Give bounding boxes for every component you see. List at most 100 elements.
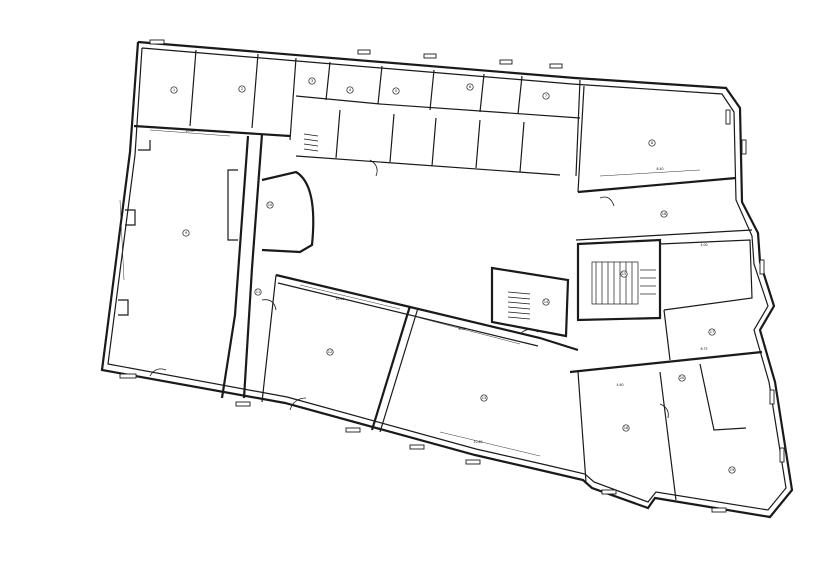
room-label-6: 6	[466, 83, 474, 91]
window-s5	[601, 489, 617, 495]
svg-text:18: 18	[624, 426, 629, 430]
room-label-14: 14	[542, 298, 550, 306]
svg-text:4: 4	[349, 88, 352, 92]
svg-text:13: 13	[482, 396, 487, 400]
wall-stair-block	[490, 266, 570, 338]
svg-text:14: 14	[544, 300, 549, 304]
room-label-4: 4	[346, 86, 354, 94]
wall-ne-room-west	[577, 85, 585, 193]
windows	[119, 39, 785, 513]
dim-label-8: 4.60	[616, 383, 623, 387]
interior-walls	[118, 49, 763, 501]
room-label-15: 15	[620, 270, 628, 278]
wall-central-divider	[370, 305, 412, 431]
svg-text:16: 16	[662, 212, 667, 216]
wall-row2-4	[475, 119, 481, 169]
svg-text:12: 12	[328, 350, 333, 354]
wall-ne-corridor-south	[575, 229, 753, 241]
window-n4	[499, 59, 513, 65]
room-label-16: 16	[660, 210, 668, 218]
wall-central-west	[261, 274, 277, 403]
room-label-8: 8	[648, 139, 656, 147]
stairs	[303, 133, 656, 320]
window-e3	[759, 259, 765, 275]
room-label-10: 10	[266, 201, 274, 209]
wall-east-rooms	[659, 239, 753, 311]
room-label-11: 11	[254, 288, 262, 296]
room-label-2: 2	[238, 85, 246, 93]
wall-se-west	[577, 371, 587, 483]
exterior-wall-inner-line	[107, 47, 787, 511]
svg-text:3: 3	[311, 79, 313, 83]
wall-row2-south	[295, 155, 561, 176]
window-w1	[119, 373, 137, 379]
window-s4	[465, 459, 481, 465]
room-label-13: 13	[480, 394, 488, 402]
svg-text:17: 17	[710, 330, 715, 334]
svg-text:10: 10	[268, 203, 273, 207]
door-swing-1	[261, 299, 277, 311]
window-s2	[345, 427, 361, 433]
pilaster-west-1	[138, 140, 151, 151]
svg-text:7: 7	[545, 94, 547, 98]
svg-text:9: 9	[185, 231, 188, 235]
svg-text:1: 1	[173, 88, 175, 92]
dim-label-1: 10.00	[185, 129, 194, 133]
dim-label-5: 10.60	[473, 440, 482, 444]
wall-room-3-east	[289, 57, 297, 141]
window-s1	[235, 401, 251, 407]
svg-text:11: 11	[256, 290, 261, 294]
wall-west-hall-east-2	[242, 133, 264, 399]
room-label-9: 9	[182, 229, 190, 237]
stair-main	[591, 261, 656, 305]
wall-room-1-east	[189, 49, 197, 127]
wall-room-5-east	[377, 65, 383, 105]
door-swing-3	[369, 159, 378, 177]
exterior-walls	[100, 40, 794, 519]
wall-se-inner-notch	[699, 363, 747, 431]
svg-text:6: 6	[469, 85, 472, 89]
wall-courtyard-bay	[261, 170, 315, 254]
wall-room-6-east	[429, 69, 435, 111]
svg-text:19: 19	[730, 468, 735, 472]
dim-label-3: 8.98	[458, 327, 465, 331]
pilaster-west-3	[118, 299, 129, 316]
door-swing-4	[519, 329, 539, 335]
wall-se-north	[569, 350, 763, 374]
window-s6	[711, 507, 727, 513]
room-label-20: 20	[678, 374, 686, 382]
wall-room-4-east	[325, 61, 331, 101]
door-swing-6	[149, 368, 167, 377]
window-n2	[357, 49, 371, 55]
dim-label-4: 8.40	[656, 167, 663, 171]
door-swing-7	[659, 403, 669, 419]
exterior-wall-main	[100, 40, 794, 519]
window-n5	[549, 63, 563, 69]
wall-room-9-east	[575, 79, 581, 177]
window-e4	[769, 389, 775, 405]
wall-west-hall-east	[220, 135, 250, 399]
dimension-lines	[119, 129, 701, 457]
wall-row2-1	[335, 109, 341, 159]
window-n1	[149, 39, 165, 45]
wall-corridor-north	[295, 95, 581, 119]
dim-label-7: 6.75	[700, 347, 707, 351]
room-label-7: 7	[542, 92, 550, 100]
svg-text:8: 8	[651, 141, 654, 145]
pilaster-hall-east-1	[227, 169, 238, 241]
wall-room-8-east	[517, 75, 523, 115]
door-swings	[149, 159, 669, 419]
window-e2	[741, 139, 747, 155]
dim-label-6: 4.00	[700, 243, 707, 247]
wall-central-divider-inner	[379, 307, 419, 433]
window-n3	[423, 53, 437, 59]
wall-se-divider	[659, 371, 677, 501]
door-swing-2	[289, 397, 307, 411]
wall-row2-5	[519, 121, 525, 173]
room-label-5: 5	[392, 87, 400, 95]
wall-room-2-east	[251, 53, 259, 129]
pilaster-west-2	[125, 209, 136, 226]
room-label-17: 17	[708, 328, 716, 336]
wall-ne-room-south	[577, 176, 737, 194]
